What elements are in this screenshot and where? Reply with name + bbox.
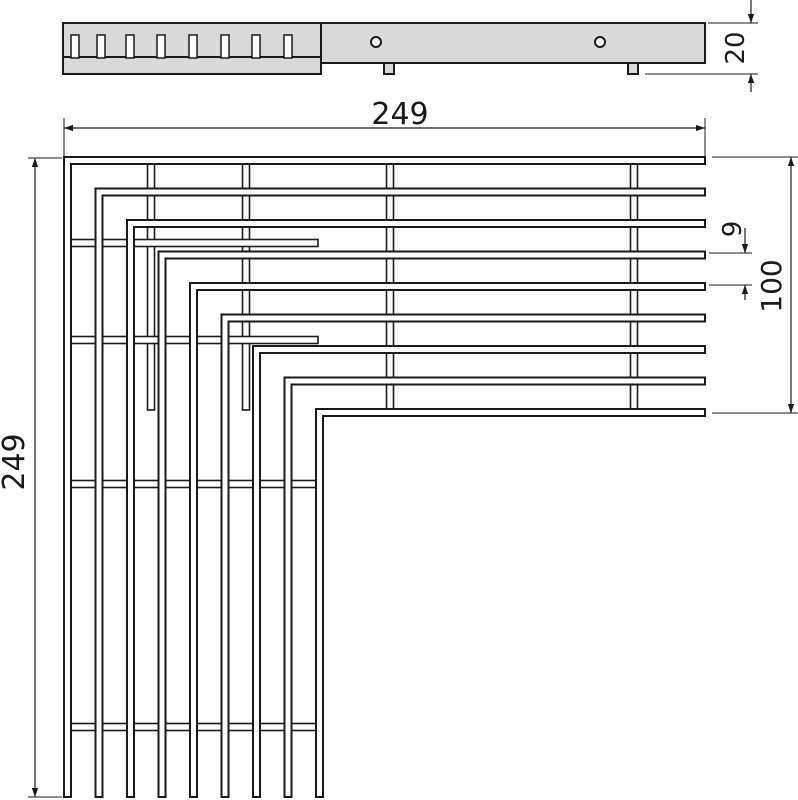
l-bar-5: [220, 313, 706, 798]
gap-dimension-label: 9: [718, 221, 748, 238]
width-dimension-label: 249: [371, 97, 428, 132]
l-bar-1: [94, 187, 706, 798]
gap-dimension: 9: [709, 221, 752, 300]
cross-bar-horizontal-0: [65, 238, 319, 248]
mount-hole-left: [370, 36, 382, 48]
cross-bars: [65, 159, 639, 732]
depth-dimension-label: 249: [0, 433, 32, 490]
side-view-slots: [70, 34, 293, 59]
l-bar-8: [315, 408, 706, 798]
top-view: [63, 156, 706, 798]
width-dimension: 249: [63, 97, 706, 158]
side-slot-2: [125, 34, 135, 59]
side-slot-6: [251, 34, 261, 59]
l-bar-6: [252, 345, 706, 798]
foot-right: [627, 62, 639, 75]
side-slot-0: [70, 34, 80, 59]
side-slot-4: [188, 34, 198, 59]
l-bar-3: [157, 250, 706, 798]
foot-left: [383, 62, 395, 75]
l-bar-7: [283, 376, 706, 798]
arm-dimension: 100: [712, 156, 798, 414]
height-dimension-label: 20: [721, 31, 751, 64]
side-view-grid-band: [62, 56, 322, 75]
arm-dimension-label: 100: [755, 259, 788, 312]
l-shaped-bars: [63, 156, 706, 798]
side-slot-3: [156, 34, 166, 59]
side-view: [62, 22, 706, 75]
cross-bar-vertical-0: [146, 159, 156, 411]
l-bar-4: [189, 282, 706, 798]
l-bar-2: [126, 219, 706, 798]
side-slot-1: [96, 34, 106, 59]
height-dimension: 20: [645, 0, 758, 92]
depth-dimension: 249: [0, 157, 62, 798]
mount-hole-right: [594, 36, 606, 48]
side-slot-5: [220, 34, 230, 59]
side-slot-7: [283, 34, 293, 59]
l-bar-0: [63, 156, 706, 798]
